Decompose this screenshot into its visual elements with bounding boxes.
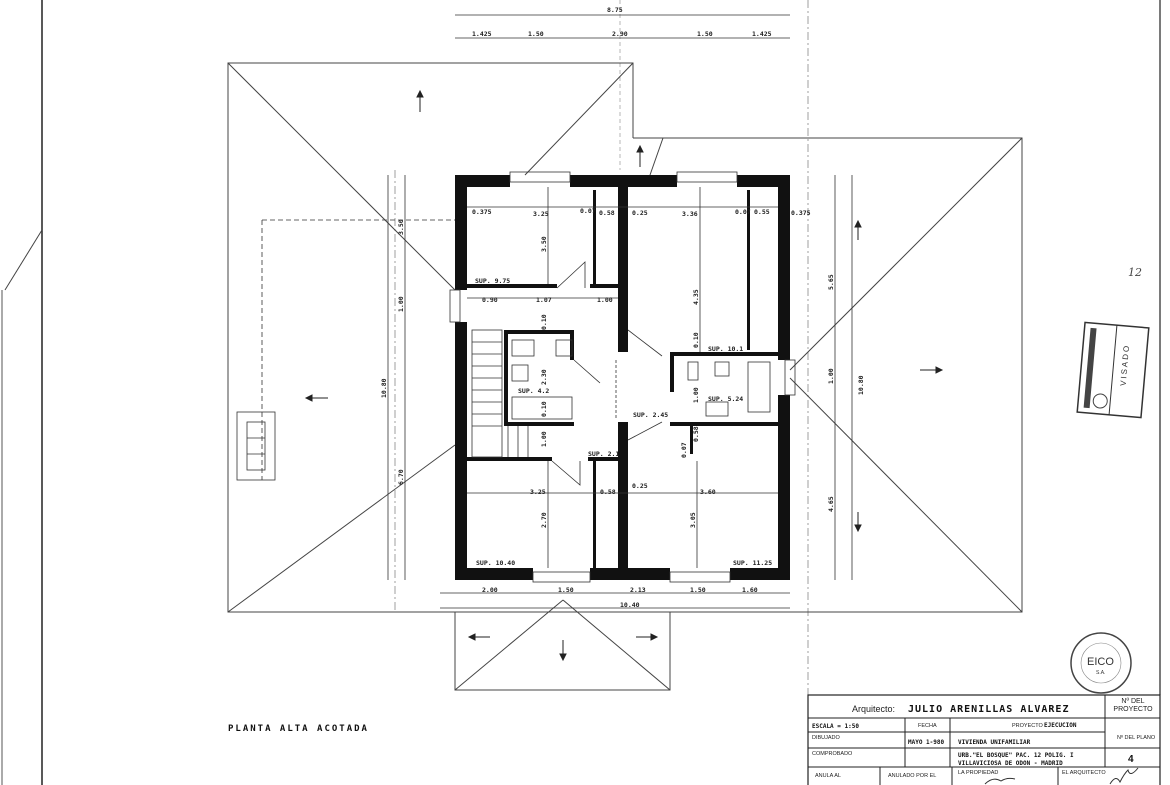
dim-label: 1.07 (536, 296, 552, 304)
dim-label: 0.90 (482, 296, 498, 304)
room-area-label: SUP. 10.40 (476, 559, 515, 567)
dim-label: 1.425 (752, 30, 772, 38)
architect-sign-label: EL ARQUITECTO (1062, 770, 1106, 776)
architect-label: Arquitecto: (852, 704, 895, 714)
dim-label: 3.50 (397, 219, 405, 235)
dim-label: 1.425 (472, 30, 492, 38)
room-area-label: SUP. 5.24 (708, 395, 743, 403)
dim-label: 1.00 (597, 296, 613, 304)
dim-label: 1.50 (690, 586, 706, 594)
plan-no: 4 (1128, 754, 1134, 765)
owner-label: LA PROPIEDAD (958, 770, 998, 776)
windows (449, 171, 796, 583)
room-area-label: SUP. 9.75 (475, 277, 510, 285)
dim-label: 5.65 (827, 274, 835, 290)
building: VIVIENDA UNIFAMILIAR (958, 739, 1031, 746)
dim-label: 3.50 (540, 236, 548, 252)
dim-label: 2.30 (540, 369, 548, 385)
doors (551, 261, 663, 486)
dim-label: 1.50 (528, 30, 544, 38)
dim-label: 0.375 (791, 209, 811, 217)
dim-label: 0.25 (632, 482, 648, 490)
dim-label: 0.58 (599, 209, 615, 217)
checked-label: COMPROBADO (812, 751, 853, 757)
dim-label: 2.00 (482, 586, 498, 594)
dimension-lines (387, 14, 853, 609)
dim-label: 1.00 (540, 431, 548, 447)
stamp-text: S.A. (1096, 670, 1105, 676)
dim-label: 3.60 (700, 488, 716, 496)
project-no-label: Nº DEL PROYECTO (1113, 698, 1153, 713)
room-area-label: SUP. 2.45 (633, 411, 668, 419)
dim-label: 6.70 (397, 469, 405, 485)
dim-label: 0.58 (692, 426, 700, 442)
dim-left-total: 10.80 (380, 378, 388, 398)
visado-stamp: VISADO (1076, 321, 1150, 419)
dim-label: 2.70 (540, 512, 548, 528)
address-line: VILLAVICIOSA DE ODON - MADRID (958, 760, 1063, 767)
cancelled-by-label: ANULADO POR EL (888, 773, 936, 779)
dim-label: 0.25 (632, 209, 648, 217)
stamp-text: VISADO (1119, 343, 1132, 386)
dim-label: 2.90 (612, 30, 628, 38)
building-walls (455, 175, 790, 580)
dim-label: 0.375 (472, 208, 492, 216)
dim-label: 1.00 (827, 368, 835, 384)
scale: ESCALA = 1:50 (812, 723, 859, 730)
dim-label: 0.58 (600, 488, 616, 496)
dim-label: 3.25 (530, 488, 546, 496)
stamp-text: EICO (1087, 656, 1114, 668)
edge-line (4, 229, 43, 291)
dim-label: 1.50 (558, 586, 574, 594)
room-area-label: SUP. 4.2 (518, 387, 549, 395)
architect-signature (1109, 767, 1139, 785)
staircase (471, 329, 529, 458)
bathroom-fixtures (511, 339, 771, 420)
dim-label: 3.05 (689, 512, 697, 528)
drawing-title: PLANTA ALTA ACOTADA (228, 724, 369, 734)
dim-label: 1.60 (742, 586, 758, 594)
dim-label: 4.35 (692, 289, 700, 305)
date: MAYO 1-980 (908, 739, 945, 746)
dim-label: 4.65 (827, 496, 835, 512)
cancels-label: ANULA AL (815, 773, 841, 779)
slope-arrows (304, 89, 944, 662)
sheet-mark: 12 (1128, 266, 1142, 279)
dim-label: 0.07 (580, 207, 596, 215)
project-type-label: PROYECTO (1012, 723, 1043, 729)
dim-label: 1.50 (697, 30, 713, 38)
owner-signature (984, 777, 1016, 785)
address-line: URB."EL BOSQUE" PAC. 12 POLIG. I (958, 752, 1074, 759)
title-block: Arquitecto: JULIO ARENILLAS ALVAREZ ESCA… (807, 694, 1161, 785)
room-area-label: SUP. 11.25 (733, 559, 772, 567)
dim-label: 3.25 (533, 210, 549, 218)
dim-label: 2.13 (630, 586, 646, 594)
plan-no-label: Nº DEL PLANO (1117, 734, 1156, 741)
project-type: EJECUCION (1044, 722, 1077, 729)
dim-label: 1.00 (692, 387, 700, 403)
room-area-label: SUP. 10.1 (708, 345, 743, 353)
dim-top-total: 8.75 (607, 6, 623, 14)
dim-label: 0.07 (735, 208, 751, 216)
drawn-label: DIBUJADO (812, 735, 841, 741)
room-area-label: SUP. 2.1 (588, 450, 619, 458)
roof-outline (227, 62, 1023, 691)
chimney (236, 411, 276, 481)
architect-name: JULIO ARENILLAS ALVAREZ (908, 704, 1069, 715)
dim-label: 0.55 (754, 208, 770, 216)
dimension-labels: 8.75 1.425 1.50 2.90 1.50 1.425 2.00 1.5… (380, 6, 865, 609)
date-label: FECHA (918, 723, 937, 729)
eico-stamp: EICO S.A. (1070, 632, 1132, 694)
dim-label: 1.00 (397, 296, 405, 312)
dim-right-total: 10.80 (857, 375, 865, 395)
dim-label: 3.36 (682, 210, 698, 218)
dim-label: 0.07 (680, 442, 688, 458)
dim-label: 0.10 (692, 332, 700, 348)
dim-label: 0.10 (540, 401, 548, 417)
dim-label: 0.10 (540, 314, 548, 330)
dim-bottom-total: 10.40 (620, 601, 640, 609)
